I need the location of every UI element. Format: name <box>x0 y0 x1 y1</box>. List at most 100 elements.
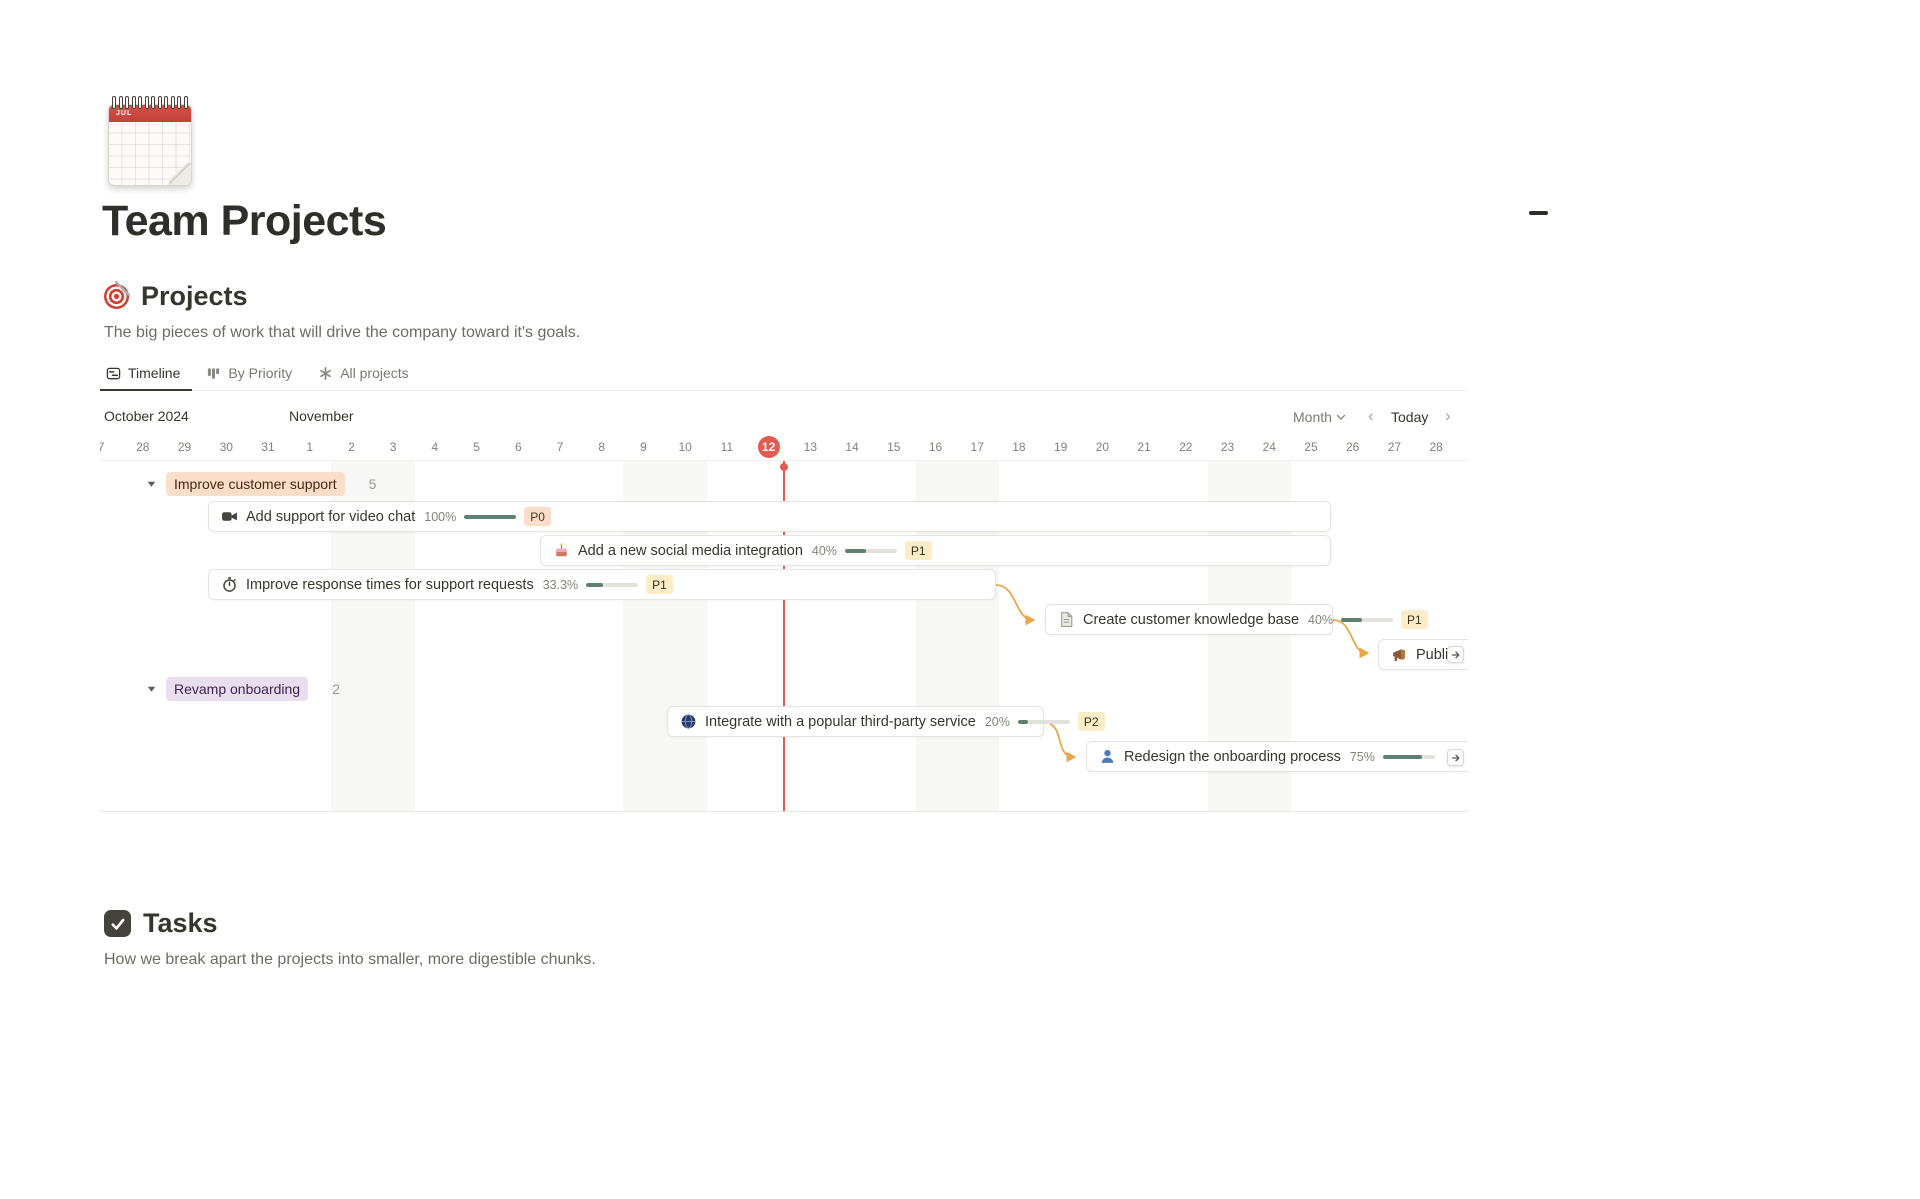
date-cell: 30 <box>219 440 233 454</box>
page-icon-calendar[interactable]: JUL <box>108 96 192 186</box>
date-cell: 10 <box>678 440 692 454</box>
task-bar-social-media[interactable]: Add a new social media integration 40% P… <box>540 535 1331 566</box>
calendar-spiral <box>112 96 188 110</box>
date-cell: 9 <box>640 440 647 454</box>
panel-toggle-handle[interactable] <box>1529 211 1548 215</box>
tab-timeline[interactable]: Timeline <box>100 355 192 391</box>
task-percent: 40% <box>811 543 837 558</box>
cake-icon <box>553 542 570 559</box>
zoom-level-label: Month <box>1293 409 1332 425</box>
jump-to-bar-button[interactable] <box>1447 749 1464 766</box>
date-cell: 13 <box>803 440 817 454</box>
date-cell: 8 <box>598 440 606 454</box>
priority-badge: P1 <box>904 541 932 560</box>
task-progress-bar <box>1382 754 1435 759</box>
globe-icon <box>680 713 697 730</box>
board-view-icon <box>208 367 220 379</box>
date-cell: 27 <box>1387 440 1402 454</box>
date-cell: 17 <box>970 440 984 454</box>
task-percent: 75% <box>1349 749 1375 764</box>
date-cell: 23 <box>1220 440 1235 454</box>
task-percent: 33.3% <box>542 577 579 592</box>
date-cell: 28 <box>136 440 150 454</box>
group-name-chip[interactable]: Improve customer support <box>166 472 345 496</box>
task-bar-knowledge-base[interactable]: Create customer knowledge base 40% P1 <box>1045 604 1428 635</box>
tab-all-projects[interactable]: All projects <box>312 355 420 391</box>
projects-section-title[interactable]: Projects <box>141 281 248 311</box>
group-header-improve-customer-support: Improve customer support 5 <box>146 471 376 497</box>
task-title: Improve response times for support reque… <box>246 576 534 593</box>
document-icon <box>1058 611 1075 628</box>
task-title: Add support for video chat <box>246 508 416 525</box>
date-cell: 15 <box>887 440 901 454</box>
tab-all-projects-label: All projects <box>340 365 409 381</box>
tasks-section-title[interactable]: Tasks <box>143 908 218 938</box>
view-tabs: Timeline By Priority All projects <box>100 355 1468 391</box>
video-camera-icon <box>221 508 238 525</box>
priority-badge: P1 <box>1401 610 1428 629</box>
group-header-revamp-onboarding: Revamp onboarding 2 <box>146 676 340 702</box>
task-bar-response-times[interactable]: Improve response times for support reque… <box>208 569 996 600</box>
date-cell: 28 <box>1429 440 1443 454</box>
date-cell: 22 <box>1179 440 1193 454</box>
next-period-button[interactable]: › <box>1445 406 1451 425</box>
task-bar-redesign-onboarding[interactable]: Redesign the onboarding process 75% <box>1086 741 1468 772</box>
group-count: 5 <box>368 476 377 492</box>
calendar-month-band: JUL <box>109 105 191 122</box>
prev-period-button[interactable]: ‹ <box>1368 406 1374 425</box>
date-cell: 5 <box>473 440 480 454</box>
date-cell: 20 <box>1095 440 1110 454</box>
priority-badge: P2 <box>1077 712 1105 731</box>
task-progress-bar <box>586 582 639 587</box>
timeline-view-icon <box>106 367 121 379</box>
date-cell: 3 <box>389 440 397 454</box>
date-cell: 2 <box>348 440 355 454</box>
date-cell: 31 <box>261 440 275 454</box>
today-dot <box>780 463 788 471</box>
arrow-response-to-knowledgebase <box>995 584 1036 626</box>
tab-by-priority-label: By Priority <box>228 365 293 381</box>
tab-by-priority[interactable]: By Priority <box>200 355 304 391</box>
task-percent: 40% <box>1308 612 1334 627</box>
task-progress-bar <box>1017 719 1070 724</box>
timeline-view: October 2024 November Month ‹ Today › 7 2… <box>100 400 1468 812</box>
chevron-down-icon <box>1336 414 1346 420</box>
timeline-month-label-october: October 2024 <box>104 408 189 424</box>
task-bar-video-chat[interactable]: Add support for video chat 100% P0 <box>208 501 1331 532</box>
date-cell: 21 <box>1137 440 1151 454</box>
task-progress-bar <box>1341 617 1394 622</box>
date-cell: 11 <box>720 440 734 454</box>
date-cell: 29 <box>177 440 192 454</box>
date-cell: 18 <box>1012 440 1026 454</box>
task-title: Redesign the onboarding process <box>1124 748 1341 765</box>
date-cell: 4 <box>431 440 439 454</box>
date-cell: 26 <box>1346 440 1360 454</box>
date-cell: 7 <box>556 440 564 454</box>
task-percent: 100% <box>424 509 457 524</box>
page-title[interactable]: Team Projects <box>102 197 387 245</box>
timeline-month-label-november: November <box>289 408 354 424</box>
group-collapse-toggle[interactable] <box>146 479 157 489</box>
arrow-integrate-to-redesign <box>1043 721 1077 763</box>
arrow-knowledgebase-to-publish <box>1332 619 1370 659</box>
group-name-chip[interactable]: Revamp onboarding <box>166 677 309 701</box>
group-collapse-toggle[interactable] <box>146 684 157 694</box>
date-cell: 25 <box>1304 440 1318 454</box>
task-bar-integrate-service[interactable]: Integrate with a popular third-party ser… <box>667 706 1105 737</box>
zoom-level-dropdown[interactable]: Month <box>1293 409 1346 425</box>
task-progress-bar <box>464 514 517 519</box>
tasks-section-description[interactable]: How we break apart the projects into sma… <box>104 951 596 968</box>
task-progress-bar <box>844 548 897 553</box>
stopwatch-icon <box>221 576 238 593</box>
asterisk-view-icon <box>320 366 332 380</box>
calendar-body: JUL <box>108 104 192 186</box>
date-cell: 14 <box>845 440 859 454</box>
projects-section-description[interactable]: The big pieces of work that will drive t… <box>104 324 581 341</box>
date-cell: 7 <box>100 440 105 454</box>
today-button[interactable]: Today <box>1391 409 1428 425</box>
date-cell-today: 12 <box>749 434 789 460</box>
timeline-grid: Improve customer support 5 Add support f… <box>100 460 1468 812</box>
jump-to-bar-button[interactable] <box>1447 646 1464 663</box>
task-title: Integrate with a popular third-party ser… <box>705 713 976 730</box>
